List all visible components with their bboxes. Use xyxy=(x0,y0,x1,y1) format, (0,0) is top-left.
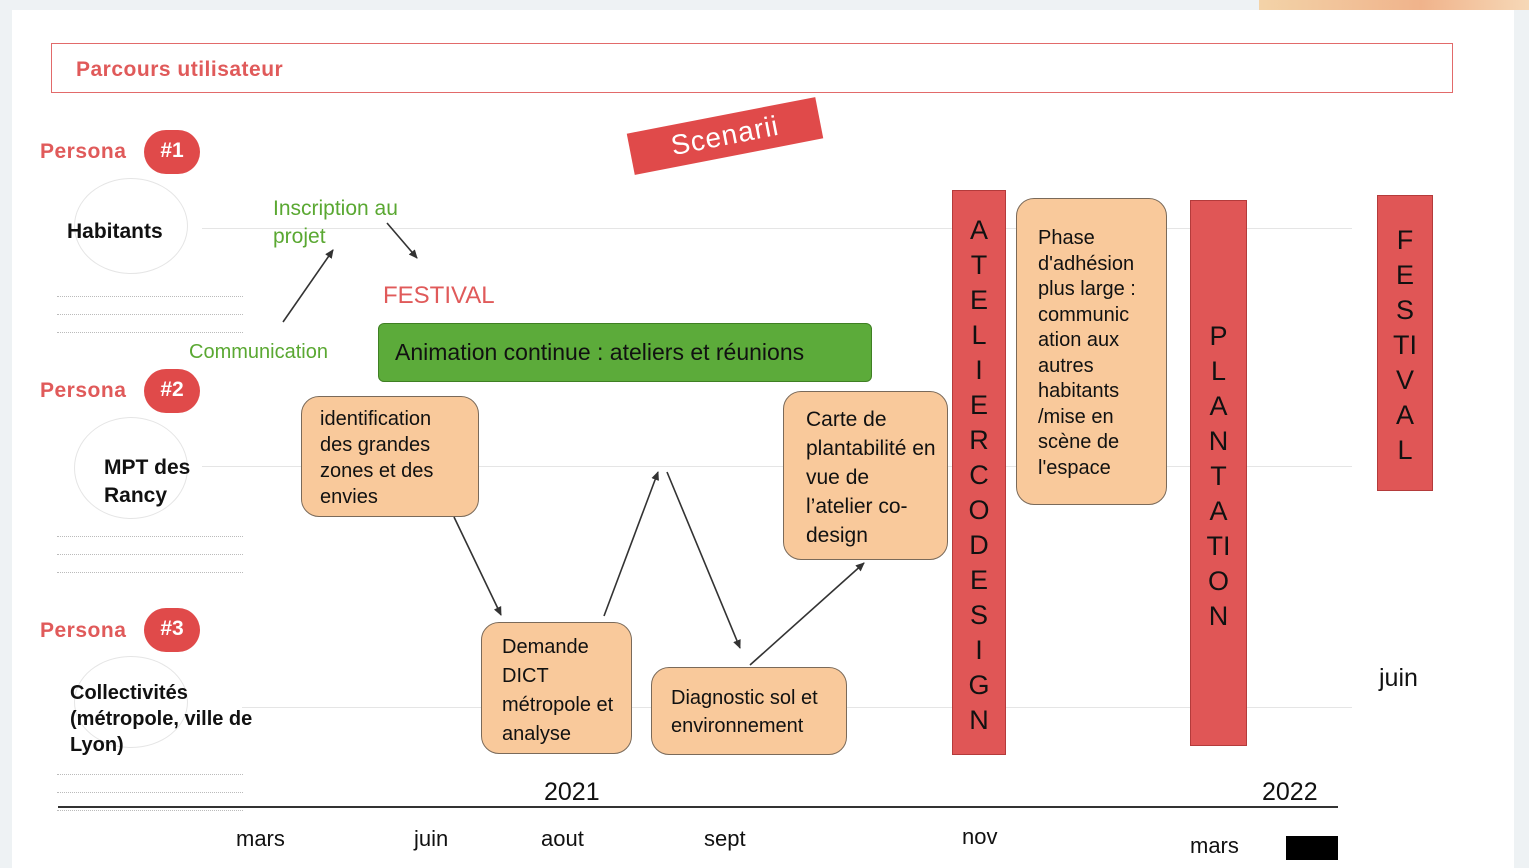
year-2022: 2022 xyxy=(1262,778,1318,806)
box-diagnostic: Diagnostic sol et environnement xyxy=(651,667,847,755)
box-phase-adhesion: Phase d'adhésion plus large : communic a… xyxy=(1016,198,1167,505)
animation-continue-bar: Animation continue : ateliers et réunion… xyxy=(378,323,872,382)
festival-letter: E xyxy=(1395,260,1414,290)
plantation-letter: A xyxy=(1209,496,1228,526)
plantation-letter: L xyxy=(1210,356,1227,386)
lane-line-1 xyxy=(202,228,1352,229)
plantation-letter: A xyxy=(1209,391,1228,421)
persona-label-1: Persona xyxy=(40,140,127,163)
title-bar xyxy=(51,43,1453,93)
arrow-inscription-to-festival xyxy=(386,222,418,259)
box-demande-dict: Demande DICT métropole et analyse xyxy=(481,622,632,754)
atelier-letter: A xyxy=(969,215,988,245)
atelier-letter: D xyxy=(969,530,989,560)
divider-dotted xyxy=(57,810,243,811)
atelier-letter: E xyxy=(969,390,988,420)
divider-dotted xyxy=(57,572,243,573)
timeline-axis xyxy=(58,806,1338,808)
atelier-letter: G xyxy=(968,670,990,700)
month-nov: nov xyxy=(962,824,998,849)
flow-arrows xyxy=(282,222,865,666)
persona-number-2: #2 xyxy=(144,369,200,413)
persona-label-2: Persona xyxy=(40,379,127,402)
plantation-letter: N xyxy=(1208,426,1229,456)
atelier-letter: L xyxy=(971,320,987,350)
atelier-letter: I xyxy=(975,355,983,385)
plantation-letter: P xyxy=(1209,321,1228,351)
persona-label-3: Persona xyxy=(40,619,127,642)
month-aout: aout xyxy=(541,826,584,851)
month-mars: mars xyxy=(236,826,285,851)
festival-letter: L xyxy=(1397,435,1413,465)
divider-dotted xyxy=(57,332,243,333)
actor-collectivites: Collectivités (métropole, ville de Lyon) xyxy=(70,682,253,756)
festival-letter: S xyxy=(1395,295,1414,325)
divider-dotted xyxy=(57,554,243,555)
box-identification: identification des grandes zones et des … xyxy=(301,396,479,517)
persona-circle-2 xyxy=(74,417,188,519)
festival-label: FESTIVAL xyxy=(383,282,495,309)
atelier-letter: C xyxy=(969,460,989,490)
persona-number-1: #1 xyxy=(144,130,200,174)
atelier-letter: E xyxy=(969,565,988,595)
persona-circle-3 xyxy=(74,656,188,748)
atelier-letter: N xyxy=(969,705,989,735)
divider-dotted xyxy=(57,536,243,537)
month-mars-2022: mars xyxy=(1190,833,1239,858)
persona-circle-1 xyxy=(74,178,188,274)
atelier-letter: R xyxy=(969,425,989,455)
plantation-letter: N xyxy=(1208,601,1229,631)
plantation-letter: O xyxy=(1207,566,1229,596)
atelier-letter: I xyxy=(975,635,983,665)
divider-dotted xyxy=(57,792,243,793)
arrow-demande-up xyxy=(603,471,659,617)
year-2021: 2021 xyxy=(544,778,600,806)
diagram-canvas: Parcours utilisateur Scenarii Persona #1… xyxy=(12,10,1514,868)
festival-letter: V xyxy=(1395,365,1414,395)
right-margin xyxy=(1514,10,1529,868)
black-redaction-block xyxy=(1286,836,1338,860)
plantation-letter: T xyxy=(1210,461,1227,491)
month-juin: juin xyxy=(414,826,449,851)
atelier-letter: O xyxy=(968,495,990,525)
page-title: Parcours utilisateur xyxy=(76,58,284,81)
atelier-letter: S xyxy=(969,600,988,630)
arrow-communication-to-inscription xyxy=(282,249,334,323)
communication-note: Communication xyxy=(189,341,328,363)
festival-letter: TI xyxy=(1393,330,1417,360)
divider-dotted xyxy=(57,774,243,775)
juin-label: juin xyxy=(1379,664,1418,692)
arrow-diagnostic-to-carte xyxy=(749,562,865,666)
arrow-down-to-diagnostic xyxy=(666,471,741,649)
plantation-letter: TI xyxy=(1206,531,1231,561)
inscription-note: Inscription au projet xyxy=(273,197,398,248)
divider-dotted xyxy=(57,314,243,315)
lane-line-2 xyxy=(202,466,1352,467)
persona-number-3: #3 xyxy=(144,608,200,652)
actor-mpt-rancy: MPT des Rancy xyxy=(104,456,191,507)
arrow-identification-to-demande xyxy=(453,516,502,616)
festival-letter: F xyxy=(1396,225,1414,255)
atelier-letter: T xyxy=(970,250,988,280)
corner-decoration xyxy=(1259,0,1529,10)
divider-dotted xyxy=(57,296,243,297)
festival-letter: A xyxy=(1395,400,1414,430)
atelier-letter: E xyxy=(969,285,988,315)
month-sept: sept xyxy=(704,826,746,851)
box-carte-plantabilite: Carte de plantabilité en vue de l’atelie… xyxy=(783,391,948,560)
actor-habitants: Habitants xyxy=(67,220,163,243)
